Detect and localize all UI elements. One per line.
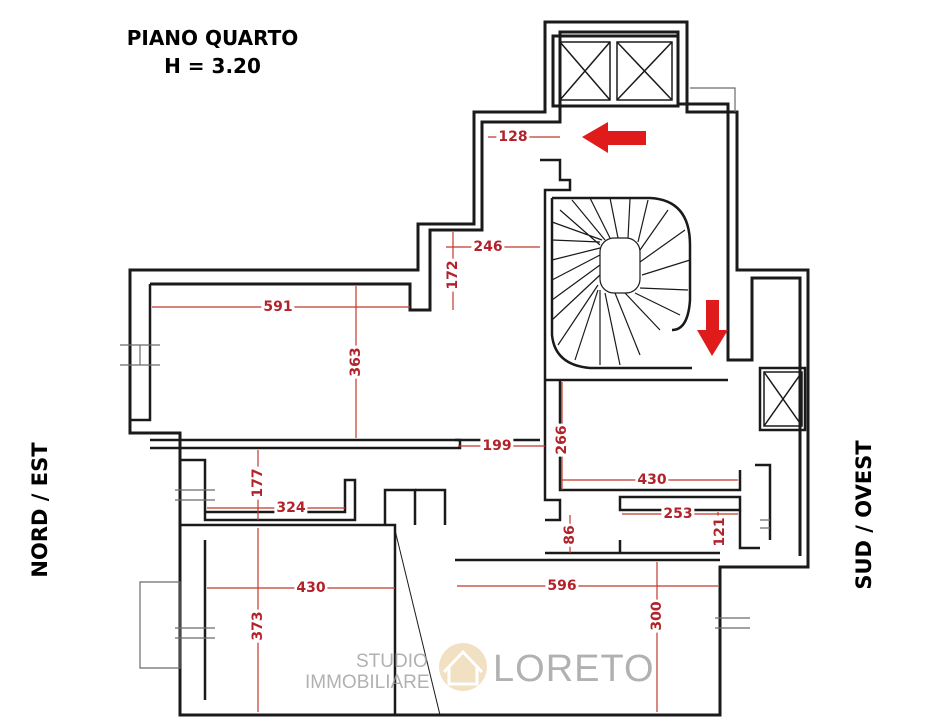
house-logo-icon <box>439 643 487 691</box>
orientation-right-label: SUD / OVEST <box>852 440 876 590</box>
windows <box>120 87 770 669</box>
dimension-596: 596 <box>545 578 579 594</box>
arrow-icon <box>582 122 728 356</box>
elevator-shaft <box>551 34 680 108</box>
watermark-brand: LORETO <box>493 648 655 690</box>
dimension-591: 591 <box>261 299 295 315</box>
dimension-177: 177 <box>250 466 266 500</box>
dimension-324: 324 <box>274 500 308 516</box>
floor-label: PIANO QUARTO <box>126 26 299 50</box>
dimension-300: 300 <box>649 599 665 633</box>
stair-core <box>540 158 572 522</box>
inner-wall <box>150 30 802 556</box>
watermark-studio: STUDIO <box>356 651 428 672</box>
elevator-icon <box>559 41 803 427</box>
watermark-immobiliare: IMMOBILIARE <box>305 672 430 693</box>
dimension-430-right: 430 <box>635 472 669 488</box>
dimension-363: 363 <box>348 345 364 379</box>
dimension-266: 266 <box>554 423 570 457</box>
dimension-430-left: 430 <box>294 580 328 596</box>
dimension-253: 253 <box>661 506 695 522</box>
dimension-128: 128 <box>496 129 530 145</box>
dimension-172: 172 <box>445 258 461 292</box>
staircase <box>550 196 692 370</box>
dimension-86: 86 <box>562 523 578 547</box>
dimension-246: 246 <box>471 239 505 255</box>
door-swing <box>394 529 441 716</box>
dimension-121: 121 <box>712 515 728 549</box>
walls <box>128 20 810 717</box>
outer-wall <box>128 20 810 717</box>
orientation-left-label: NORD / EST <box>28 442 52 578</box>
dimension-373: 373 <box>250 609 266 643</box>
floor-title: PIANO QUARTO H = 3.20 <box>110 24 315 80</box>
dimension-199: 199 <box>480 438 514 454</box>
partitions <box>130 158 807 715</box>
height-label: H = 3.20 <box>164 54 261 78</box>
